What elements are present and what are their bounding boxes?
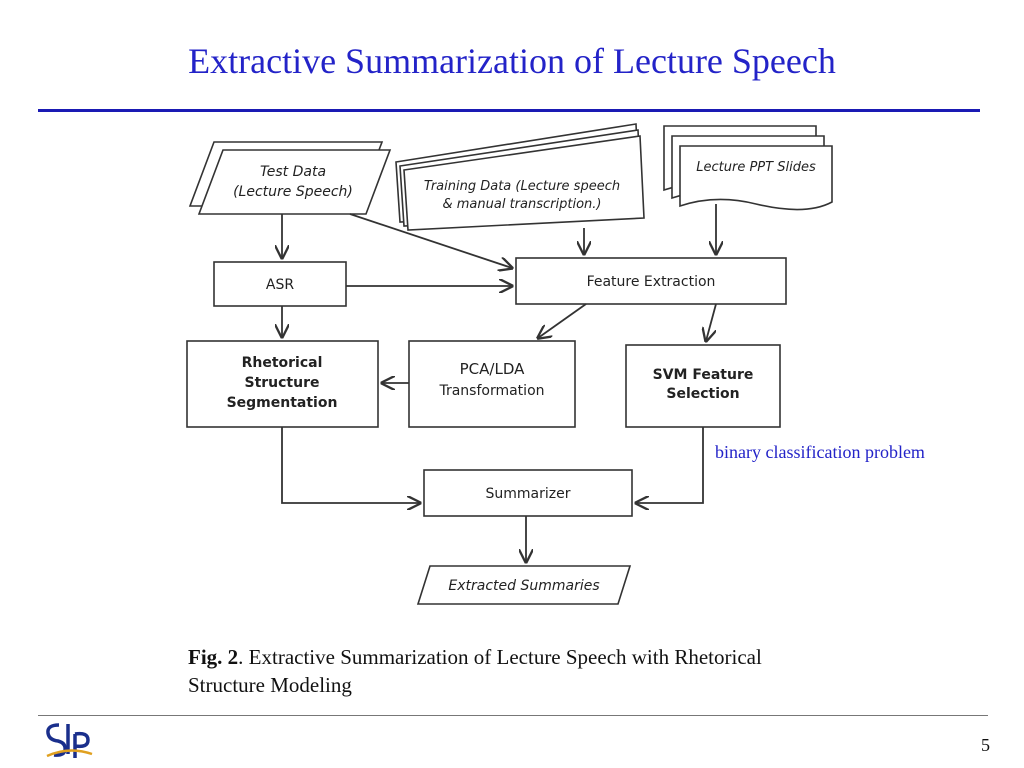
rhetorical-line3: Segmentation (227, 395, 338, 411)
figure-caption-text: . Extractive Summarization of Lecture Sp… (188, 645, 762, 697)
flowchart-diagram: Test Data (Lecture Speech) Training Data… (186, 123, 833, 605)
arrow-svm-to-summarizer (636, 427, 704, 503)
svm-node: SVM Feature Selection (625, 344, 781, 428)
lecture-slides-node: Lecture PPT Slides (663, 125, 833, 211)
test-data-line2: (Lecture Speech) (233, 184, 353, 200)
training-data-line2: & manual transcription.) (443, 197, 602, 212)
training-data-node: Training Data (Lecture speech & manual t… (395, 123, 645, 231)
rhetorical-node: Rhetorical Structure Segmentation (186, 340, 379, 428)
asr-node: ASR (213, 261, 347, 307)
rhetorical-line1: Rhetorical (242, 355, 323, 371)
test-data-node: Test Data (Lecture Speech) (188, 141, 392, 215)
svm-line2: Selection (666, 386, 739, 402)
flow-arrows (282, 204, 716, 562)
pca-line2: Transformation (438, 383, 544, 399)
pca-line1: PCA/LDA (460, 360, 525, 378)
extracted-label: Extracted Summaries (448, 578, 599, 594)
figure-caption: Fig. 2. Extractive Summarization of Lect… (188, 643, 828, 699)
arrow-feature-to-svm (706, 303, 717, 341)
training-data-line1: Training Data (Lecture speech (424, 179, 620, 194)
test-data-line1: Test Data (260, 164, 326, 180)
asr-label: ASR (266, 277, 294, 293)
svm-line1: SVM Feature (653, 367, 754, 383)
extracted-summaries-node: Extracted Summaries (416, 565, 632, 605)
summarizer-node: Summarizer (423, 469, 633, 517)
arrow-rhetorical-to-summarizer (281, 427, 420, 503)
arrow-test-to-feature (349, 213, 512, 268)
footer-divider (38, 715, 988, 716)
title-divider (38, 109, 980, 112)
feature-extraction-node: Feature Extraction (515, 257, 787, 305)
lecture-slides-label: Lecture PPT Slides (696, 160, 816, 175)
binary-classification-note: binary classification problem (715, 442, 925, 462)
feature-extraction-label: Feature Extraction (587, 274, 716, 290)
figure-label: Fig. 2 (188, 645, 239, 669)
slide-title: Extractive Summarization of Lecture Spee… (188, 41, 836, 81)
page-number: 5 (981, 735, 990, 755)
summarizer-label: Summarizer (486, 486, 571, 502)
arrow-feature-to-pca (538, 303, 587, 338)
rhetorical-line2: Structure (244, 375, 319, 391)
pca-lda-node: PCA/LDA Transformation (408, 340, 576, 428)
slp-logo (44, 720, 94, 765)
